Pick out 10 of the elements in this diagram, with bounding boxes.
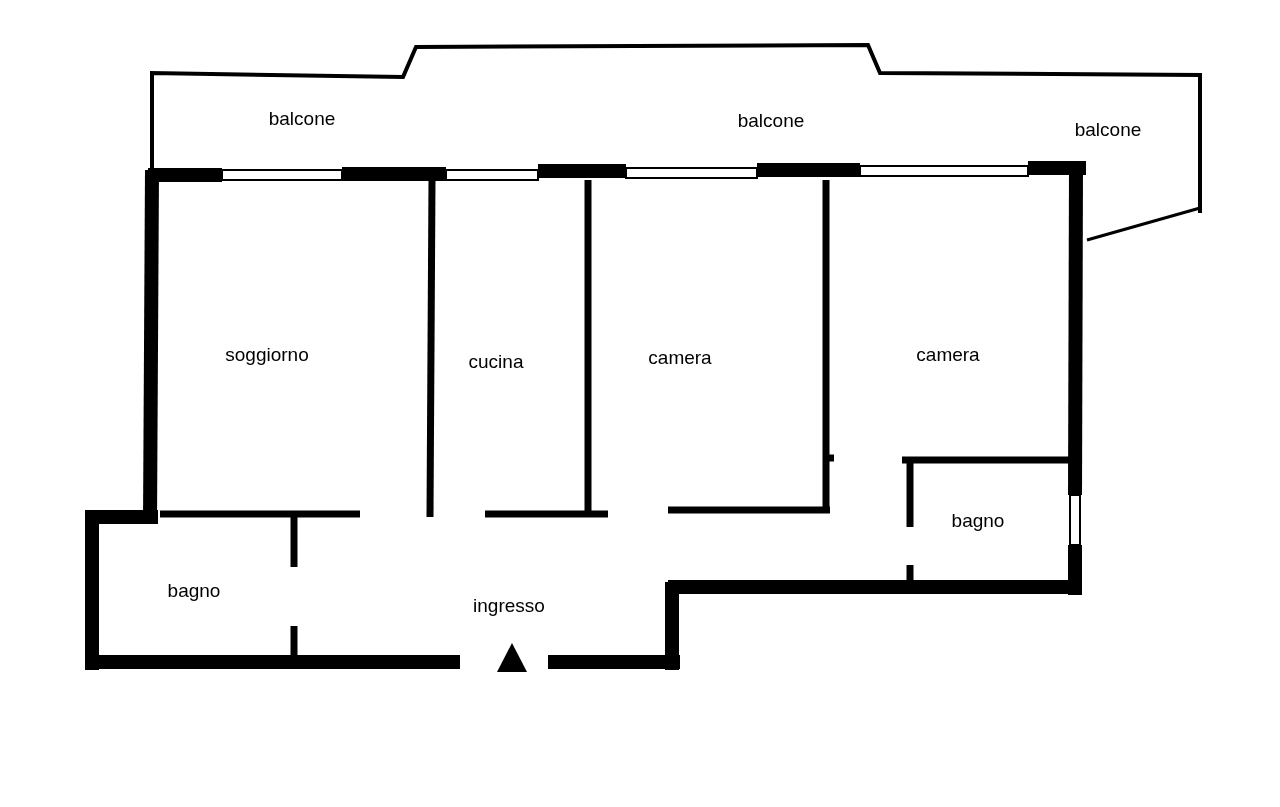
room-label: balcone [737, 110, 805, 132]
room-label: camera [916, 344, 980, 366]
room-label: bagno [167, 580, 221, 602]
room-label: cucina [468, 351, 524, 373]
room-label: soggiorno [225, 344, 309, 366]
room-label: balcone [1074, 119, 1142, 141]
room-label: balcone [268, 108, 336, 130]
room-label: bagno [951, 510, 1005, 532]
room-label: ingresso [473, 595, 545, 617]
room-label: camera [648, 347, 712, 369]
